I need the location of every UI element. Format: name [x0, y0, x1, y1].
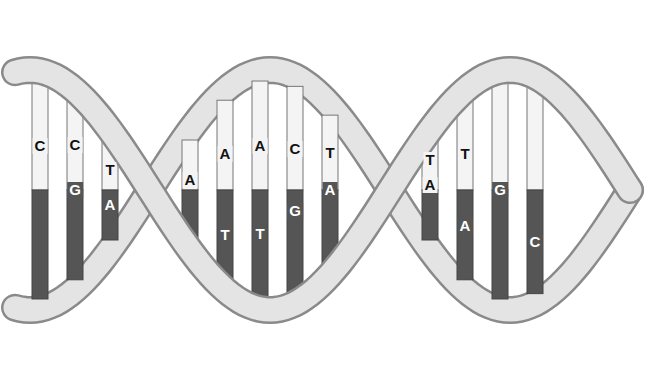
base-letter: C	[528, 234, 543, 250]
base-letter: A	[458, 218, 473, 234]
base-letter: G	[67, 182, 83, 198]
base-letter: A	[183, 172, 198, 188]
front-strand	[15, 70, 630, 310]
base-letter: A	[103, 197, 118, 213]
base-bar-dark	[32, 190, 48, 299]
base-letter: T	[218, 227, 231, 243]
base-bar-dark	[457, 190, 473, 280]
base-letter: G	[287, 203, 303, 219]
base-bar-light	[182, 140, 198, 190]
base-bar-light	[527, 86, 543, 190]
base-bar-light	[322, 115, 338, 190]
back-strand	[15, 70, 630, 310]
base-bar-light	[287, 86, 303, 190]
base-letter: A	[218, 146, 233, 162]
base-bar-dark	[67, 190, 83, 280]
base-letter: T	[103, 162, 116, 178]
base-bar-light	[252, 81, 268, 190]
base-letter: A	[253, 138, 268, 154]
base-letter: T	[253, 226, 266, 242]
base-bar-dark	[492, 190, 508, 299]
base-letter: T	[423, 152, 436, 168]
base-bar-dark	[102, 190, 118, 240]
base-bar-dark	[422, 190, 438, 240]
base-letter: C	[68, 137, 83, 153]
back-strand-ribbon	[15, 70, 630, 310]
base-letter: C	[33, 138, 48, 154]
base-bar-dark	[252, 190, 268, 299]
base-bar-dark	[287, 190, 303, 294]
base-letter: A	[423, 177, 438, 193]
back-strand-ribbon-edge	[15, 70, 630, 310]
base-letter: C	[288, 141, 303, 157]
base-letter: T	[323, 145, 336, 161]
base-bar-light	[492, 81, 508, 190]
base-bar-light	[217, 100, 233, 190]
front-strand-ribbon-edge	[15, 70, 630, 310]
front-strand-ribbon	[15, 70, 630, 310]
base-letter: T	[458, 146, 471, 162]
base-bar-dark	[527, 190, 543, 294]
base-letter: A	[323, 182, 338, 198]
base-letter: G	[492, 182, 508, 198]
base-bar-light	[32, 81, 48, 190]
